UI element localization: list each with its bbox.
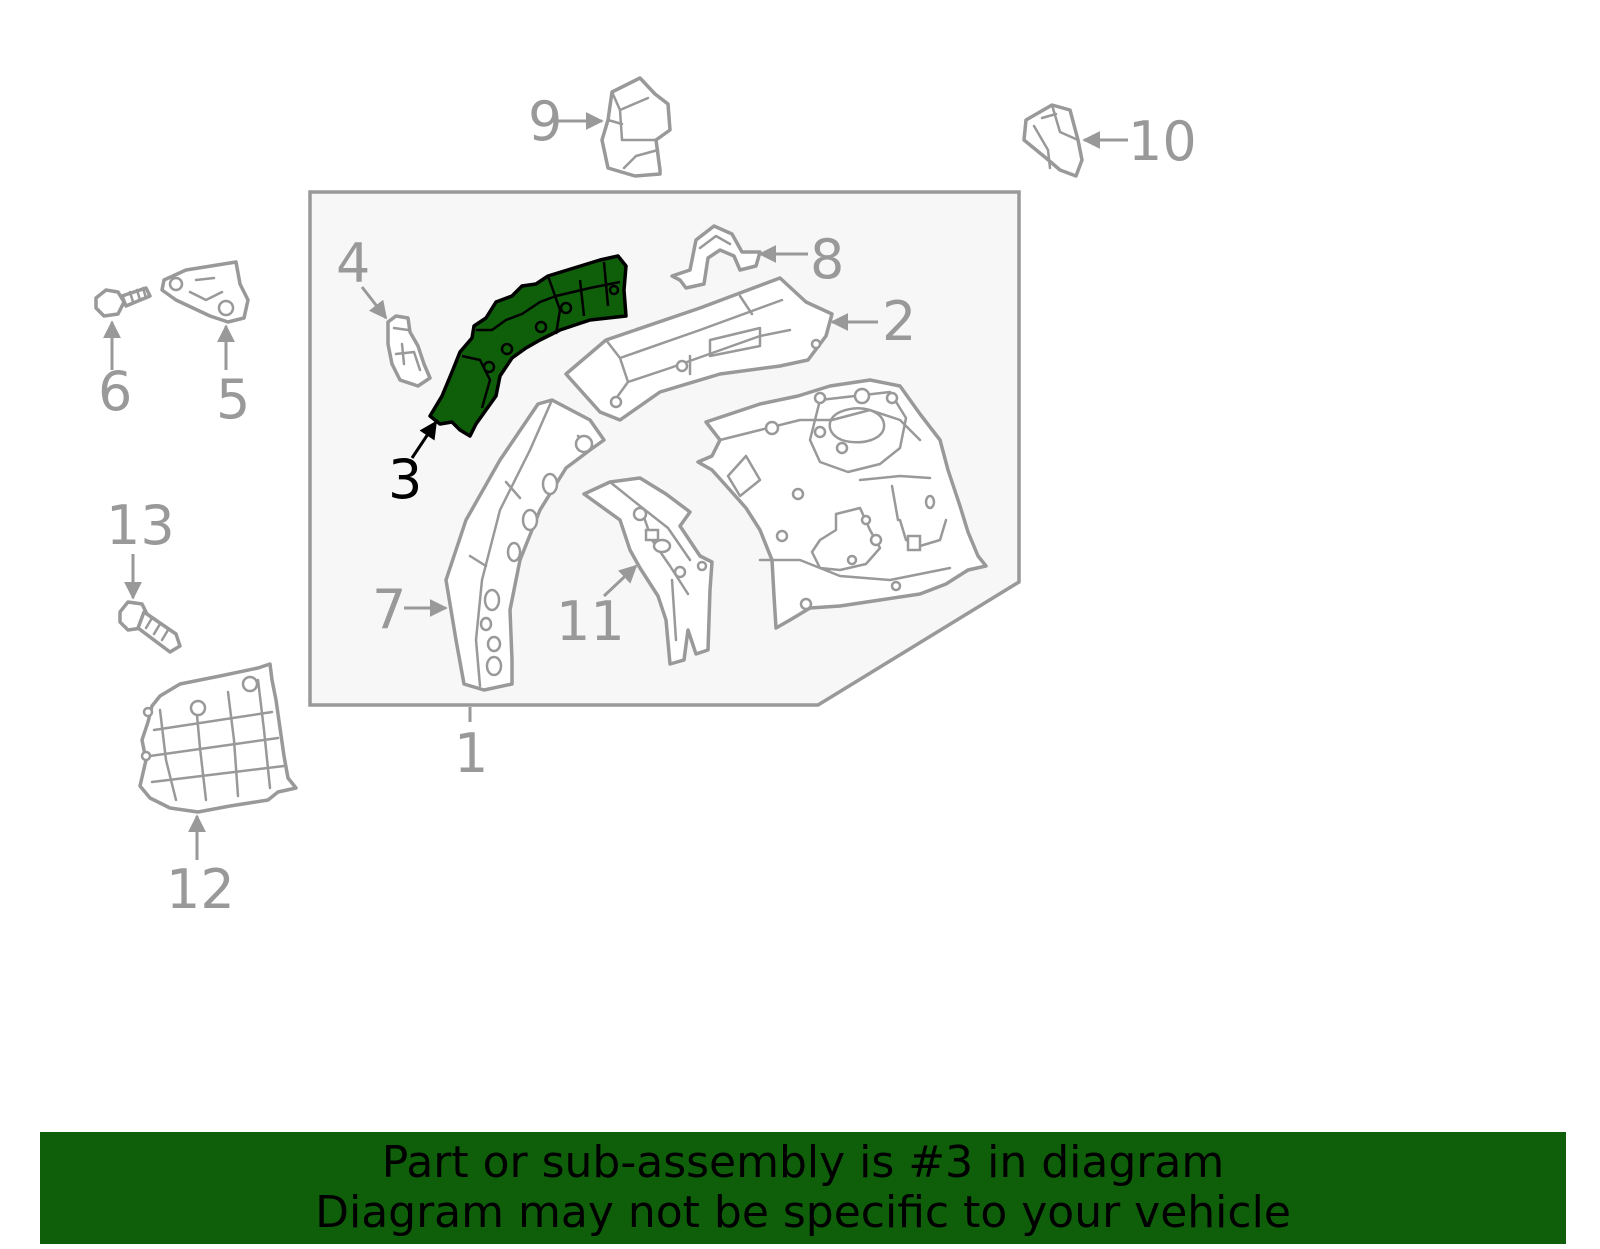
callout-10: 10: [1128, 110, 1197, 173]
info-banner: Part or sub-assembly is #3 in diagram Di…: [40, 1132, 1566, 1244]
callout-9: 9: [528, 90, 562, 153]
callout-4: 4: [336, 232, 370, 295]
part-5-plate[interactable]: [160, 260, 250, 324]
callout-11: 11: [556, 590, 625, 653]
banner-line-2: Diagram may not be specific to your vehi…: [315, 1187, 1291, 1238]
callout-1: 1: [454, 722, 488, 785]
part-9-bracket[interactable]: [600, 76, 672, 178]
part-10-bracket[interactable]: [1022, 103, 1084, 178]
callout-12: 12: [166, 858, 235, 921]
callout-7: 7: [372, 578, 406, 641]
callout-2: 2: [882, 290, 916, 353]
callout-5: 5: [216, 368, 250, 431]
inner-panel[interactable]: [696, 378, 988, 630]
part-2-rail[interactable]: [564, 276, 834, 422]
part-7-arch[interactable]: [444, 398, 606, 692]
callout-3: 3: [388, 448, 422, 511]
part-12-bracket[interactable]: [138, 662, 298, 814]
part-8-clip[interactable]: [670, 224, 762, 290]
part-11-bracket[interactable]: [582, 476, 714, 666]
banner-line-1: Part or sub-assembly is #3 in diagram: [381, 1137, 1225, 1188]
callout-11-leader: [602, 564, 638, 598]
callout-6: 6: [98, 360, 132, 423]
part-13-bolt[interactable]: [118, 600, 182, 654]
callout-4-leader: [360, 286, 388, 320]
part-3-highlighted[interactable]: [428, 254, 628, 438]
callout-13: 13: [106, 494, 175, 557]
callout-8: 8: [810, 228, 844, 291]
part-4-bracket[interactable]: [386, 314, 432, 388]
callout-3-leader: [410, 420, 438, 459]
part-6-bolt[interactable]: [94, 286, 152, 318]
